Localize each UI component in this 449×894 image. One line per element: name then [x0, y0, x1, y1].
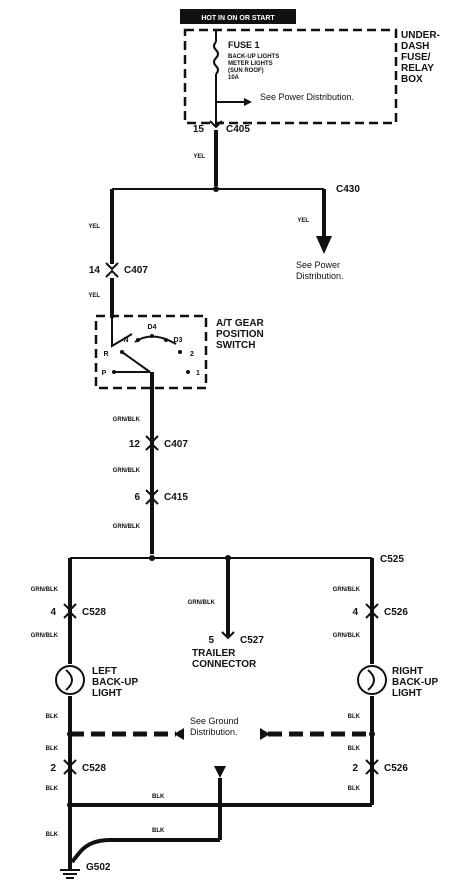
- contact-d3-dot: [164, 338, 168, 342]
- blk-wire-label-right-1: BLK: [348, 714, 361, 720]
- c527-label: C527: [240, 635, 264, 646]
- switch-input-contact: [111, 318, 133, 348]
- arrow-down-icon: [214, 766, 226, 778]
- c430-label: C430: [336, 184, 360, 195]
- blk-wire-label-ground: BLK: [152, 828, 165, 834]
- grn-blk-wire-label-trailer: GRN/BLK: [188, 600, 216, 606]
- arrow-right-icon: [260, 728, 270, 740]
- arrow-down-icon: [316, 236, 332, 254]
- c527-connector-icon: [221, 631, 235, 640]
- yel-wire-label-3: YEL: [88, 224, 100, 230]
- right-backup-light-bulb-icon: [357, 665, 387, 695]
- blk-wire-label-left-4: BLK: [46, 832, 59, 838]
- c415-connector-icon: [145, 489, 159, 505]
- bulb-filament-icon: [65, 669, 73, 691]
- c407-bottom-label: C407: [164, 439, 188, 450]
- blk-wire-label-bus: BLK: [152, 794, 165, 800]
- c405-label: C405: [226, 124, 250, 135]
- switch-selector-arc: [134, 335, 177, 345]
- fuse-see-power-distribution-note: See Power Distribution.: [260, 92, 354, 102]
- grn-blk-wire-label-right-2: GRN/BLK: [333, 633, 361, 639]
- yel-wire-label-1: YEL: [193, 154, 205, 160]
- splice-dot: [149, 555, 155, 561]
- c528-lower-connector-icon: [63, 759, 77, 775]
- blk-wire-label-right-2: BLK: [348, 746, 361, 752]
- c407-top-connector-icon: [105, 262, 119, 278]
- position-d4: D4: [148, 324, 157, 331]
- position-n: N: [123, 337, 128, 344]
- c405-pin: 15: [193, 124, 205, 135]
- contact-1-dot: [186, 370, 190, 374]
- fuse-circuit-sun-roof: (SUN ROOF): [228, 68, 264, 74]
- grn-blk-wire-label-2: GRN/BLK: [113, 468, 141, 474]
- position-p: P: [102, 370, 107, 377]
- fuse-circuit-backup-lights: BACK-UP LIGHTS: [228, 54, 279, 60]
- c527-pin: 5: [208, 635, 214, 646]
- g502-label: G502: [86, 862, 111, 873]
- c407-top-label: C407: [124, 265, 148, 276]
- c407-top-pin: 14: [89, 265, 101, 276]
- contact-n-dot: [136, 338, 140, 342]
- position-2: 2: [190, 351, 194, 358]
- fuse-circuit-meter-lights: METER LIGHTS: [228, 61, 273, 67]
- left-backup-light-bulb-icon: [55, 665, 85, 695]
- fuse-1-label: FUSE 1: [228, 40, 260, 50]
- under-dash-fuse-relay-box-outline: [183, 28, 398, 125]
- c528-lower-pin: 2: [50, 763, 56, 774]
- yel-wire-label-2: YEL: [297, 218, 309, 224]
- grn-blk-wire-label-1: GRN/BLK: [113, 417, 141, 423]
- fuse-rating: 10A: [228, 75, 240, 81]
- position-d3: D3: [174, 337, 183, 344]
- grn-blk-wire-label-left-1: GRN/BLK: [31, 587, 59, 593]
- hot-in-on-or-start-label-box: [180, 9, 296, 24]
- c415-pin: 6: [134, 492, 140, 503]
- c526-right-pin: 4: [352, 607, 358, 618]
- contact-d4-dot: [150, 334, 154, 338]
- grn-blk-wire-label-left-2: GRN/BLK: [31, 633, 59, 639]
- c528-left-label: C528: [82, 607, 106, 618]
- blk-to-ground-wire: [70, 838, 220, 864]
- splice-dot: [369, 731, 375, 737]
- reverse-contact-link: [121, 351, 151, 373]
- blk-wire-label-left-2: BLK: [46, 746, 59, 752]
- blk-wire-label-left-3: BLK: [46, 786, 59, 792]
- arrow-right-icon: [244, 98, 252, 106]
- contact-2-dot: [178, 350, 182, 354]
- position-1: 1: [196, 370, 200, 377]
- c526-right-label: C526: [384, 607, 408, 618]
- at-gear-position-switch-outline: [94, 314, 208, 390]
- c525-label: C525: [380, 554, 404, 565]
- arrow-left-icon: [174, 728, 184, 740]
- c526-lower-connector-icon: [365, 759, 379, 775]
- fuse-1-icon: [213, 41, 219, 75]
- position-r: R: [103, 351, 108, 358]
- c405-connector-icon: [209, 120, 223, 129]
- bulb-filament-icon: [367, 669, 375, 691]
- splice-dot: [213, 186, 219, 192]
- grn-blk-wire-label-right-1: GRN/BLK: [333, 587, 361, 593]
- blk-wire-label-left-1: BLK: [46, 714, 59, 720]
- c528-lower-label: C528: [82, 763, 106, 774]
- c526-lower-label: C526: [384, 763, 408, 774]
- hot-in-on-or-start-label: HOT IN ON OR START: [201, 15, 275, 22]
- c526-right-connector-icon: [365, 603, 379, 619]
- c407-bottom-pin: 12: [129, 439, 141, 450]
- c528-left-connector-icon: [63, 603, 77, 619]
- c407-bottom-connector-icon: [145, 435, 159, 451]
- c415-label: C415: [164, 492, 188, 503]
- grn-blk-wire-label-3: GRN/BLK: [113, 524, 141, 530]
- yel-wire-label-4: YEL: [88, 293, 100, 299]
- c526-lower-pin: 2: [352, 763, 358, 774]
- blk-wire-label-right-3: BLK: [348, 786, 361, 792]
- c528-left-pin: 4: [50, 607, 56, 618]
